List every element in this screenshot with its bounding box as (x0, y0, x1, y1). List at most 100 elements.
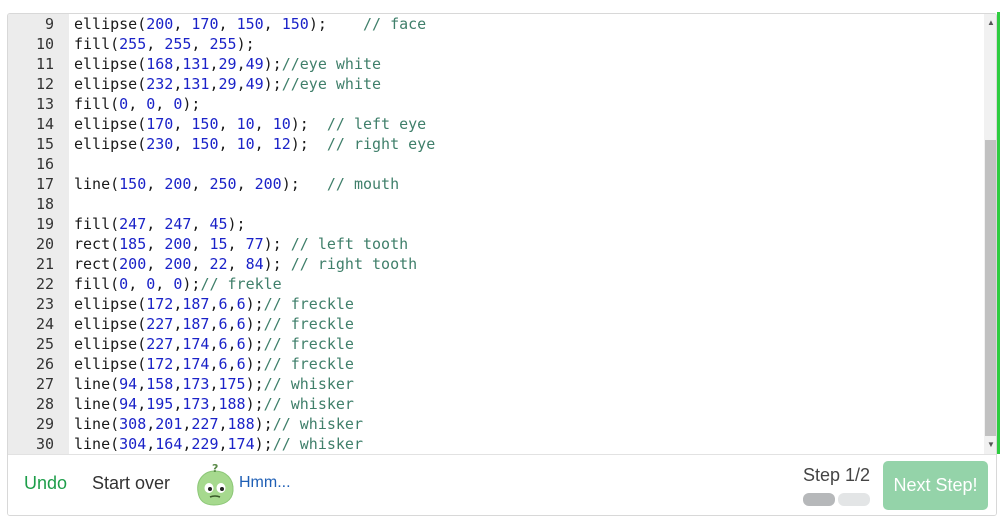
line-code[interactable]: line(94,158,173,175);// whisker (74, 374, 354, 394)
code-line[interactable]: 16 (8, 154, 984, 174)
code-number: 195 (146, 395, 174, 413)
code-number: 15 (209, 235, 228, 253)
code-token: , (173, 375, 183, 393)
line-number: 11 (35, 55, 54, 73)
code-number: 150 (191, 115, 219, 133)
next-step-button[interactable]: Next Step! (883, 461, 988, 510)
code-number: 0 (146, 95, 156, 113)
scroll-up-icon[interactable]: ▲ (987, 18, 995, 27)
code-token: , (173, 135, 192, 153)
code-line[interactable]: 17 line(150, 200, 250, 200); // mouth (8, 174, 984, 194)
code-number: 229 (191, 435, 219, 453)
code-token: , (191, 255, 210, 273)
code-line[interactable]: 11 ellipse(168,131,29,49);//eye white (8, 54, 984, 74)
code-comment: // left eye (326, 115, 427, 133)
line-code[interactable]: ellipse(200, 170, 150, 150); // face (74, 14, 426, 34)
editor-scrollbar[interactable]: ▲ ▼ (984, 14, 996, 454)
line-number: 19 (35, 215, 54, 233)
code-number: 185 (119, 235, 147, 253)
start-over-button[interactable]: Start over (92, 473, 171, 493)
line-number: 23 (35, 295, 54, 313)
line-code[interactable]: line(304,164,229,174);// whisker (74, 434, 363, 454)
code-token: line( (74, 175, 120, 193)
code-token: ); (245, 355, 264, 373)
code-line[interactable]: 18 (8, 194, 984, 214)
code-number: 200 (164, 235, 192, 253)
code-comment: // freckle (263, 355, 354, 373)
line-code[interactable]: rect(200, 200, 22, 84); // right tooth (74, 254, 417, 274)
code-number: 188 (227, 415, 255, 433)
line-number: 16 (35, 155, 54, 173)
code-line[interactable]: 23 ellipse(172,187,6,6);// freckle (8, 294, 984, 314)
code-token: , (191, 175, 210, 193)
code-token: , (218, 435, 228, 453)
scroll-down-icon[interactable]: ▼ (987, 440, 995, 449)
code-token: , (209, 375, 219, 393)
line-code[interactable]: line(94,195,173,188);// whisker (74, 394, 354, 414)
line-number: 14 (35, 115, 54, 133)
code-number: 173 (182, 375, 210, 393)
line-code[interactable]: fill(255, 255, 255); (74, 34, 255, 54)
line-code[interactable]: fill(247, 247, 45); (74, 214, 246, 234)
code-token: ellipse( (74, 335, 147, 353)
code-token: ellipse( (74, 295, 147, 313)
code-line[interactable]: 19 fill(247, 247, 45); (8, 214, 984, 234)
line-code[interactable]: ellipse(168,131,29,49);//eye white (74, 54, 381, 74)
code-token: fill( (74, 275, 120, 293)
code-comment: // right tooth (290, 255, 418, 273)
code-token: , (218, 15, 237, 33)
line-code[interactable]: ellipse(170, 150, 10, 10); // left eye (74, 114, 426, 134)
code-number: 187 (182, 315, 210, 333)
scroll-thumb[interactable] (985, 140, 996, 436)
line-code[interactable]: ellipse(227,187,6,6);// freckle (74, 314, 354, 334)
line-code[interactable]: fill(0, 0, 0);// frekle (74, 274, 282, 294)
line-code[interactable]: ellipse(227,174,6,6);// freckle (74, 334, 354, 354)
line-code[interactable]: ellipse(172,174,6,6);// freckle (74, 354, 354, 374)
code-token: , (227, 355, 237, 373)
line-code[interactable]: ellipse(232,131,29,49);//eye white (74, 74, 381, 94)
code-number: 49 (245, 75, 264, 93)
line-code[interactable]: line(150, 200, 250, 200); // mouth (74, 174, 399, 194)
line-code[interactable]: line(308,201,227,188);// whisker (74, 414, 363, 434)
line-code[interactable]: fill(0, 0, 0); (74, 94, 200, 114)
code-token: , (218, 135, 237, 153)
code-token: , (146, 235, 165, 253)
code-number: 0 (173, 95, 183, 113)
code-number: 77 (245, 235, 264, 253)
code-token: , (236, 75, 246, 93)
code-number: 255 (164, 35, 192, 53)
line-number: 17 (35, 175, 54, 193)
line-code[interactable]: rect(185, 200, 15, 77); // left tooth (74, 234, 408, 254)
line-code[interactable]: ellipse(230, 150, 10, 12); // right eye (74, 134, 435, 154)
code-number: 150 (236, 15, 264, 33)
code-number: 0 (173, 275, 183, 293)
code-number: 84 (245, 255, 264, 273)
code-line[interactable]: 14 ellipse(170, 150, 10, 10); // left eye (8, 114, 984, 134)
code-number: 247 (119, 215, 147, 233)
code-number: 12 (272, 135, 291, 153)
code-token: , (146, 35, 165, 53)
code-number: 10 (236, 135, 255, 153)
code-token: , (137, 395, 147, 413)
hint-link[interactable]: Hmm... (239, 474, 291, 491)
line-code[interactable]: ellipse(172,187,6,6);// freckle (74, 294, 354, 314)
undo-button[interactable]: Undo (24, 473, 68, 493)
code-number: 0 (146, 275, 156, 293)
confused-blob-icon[interactable]: ? (192, 462, 238, 508)
